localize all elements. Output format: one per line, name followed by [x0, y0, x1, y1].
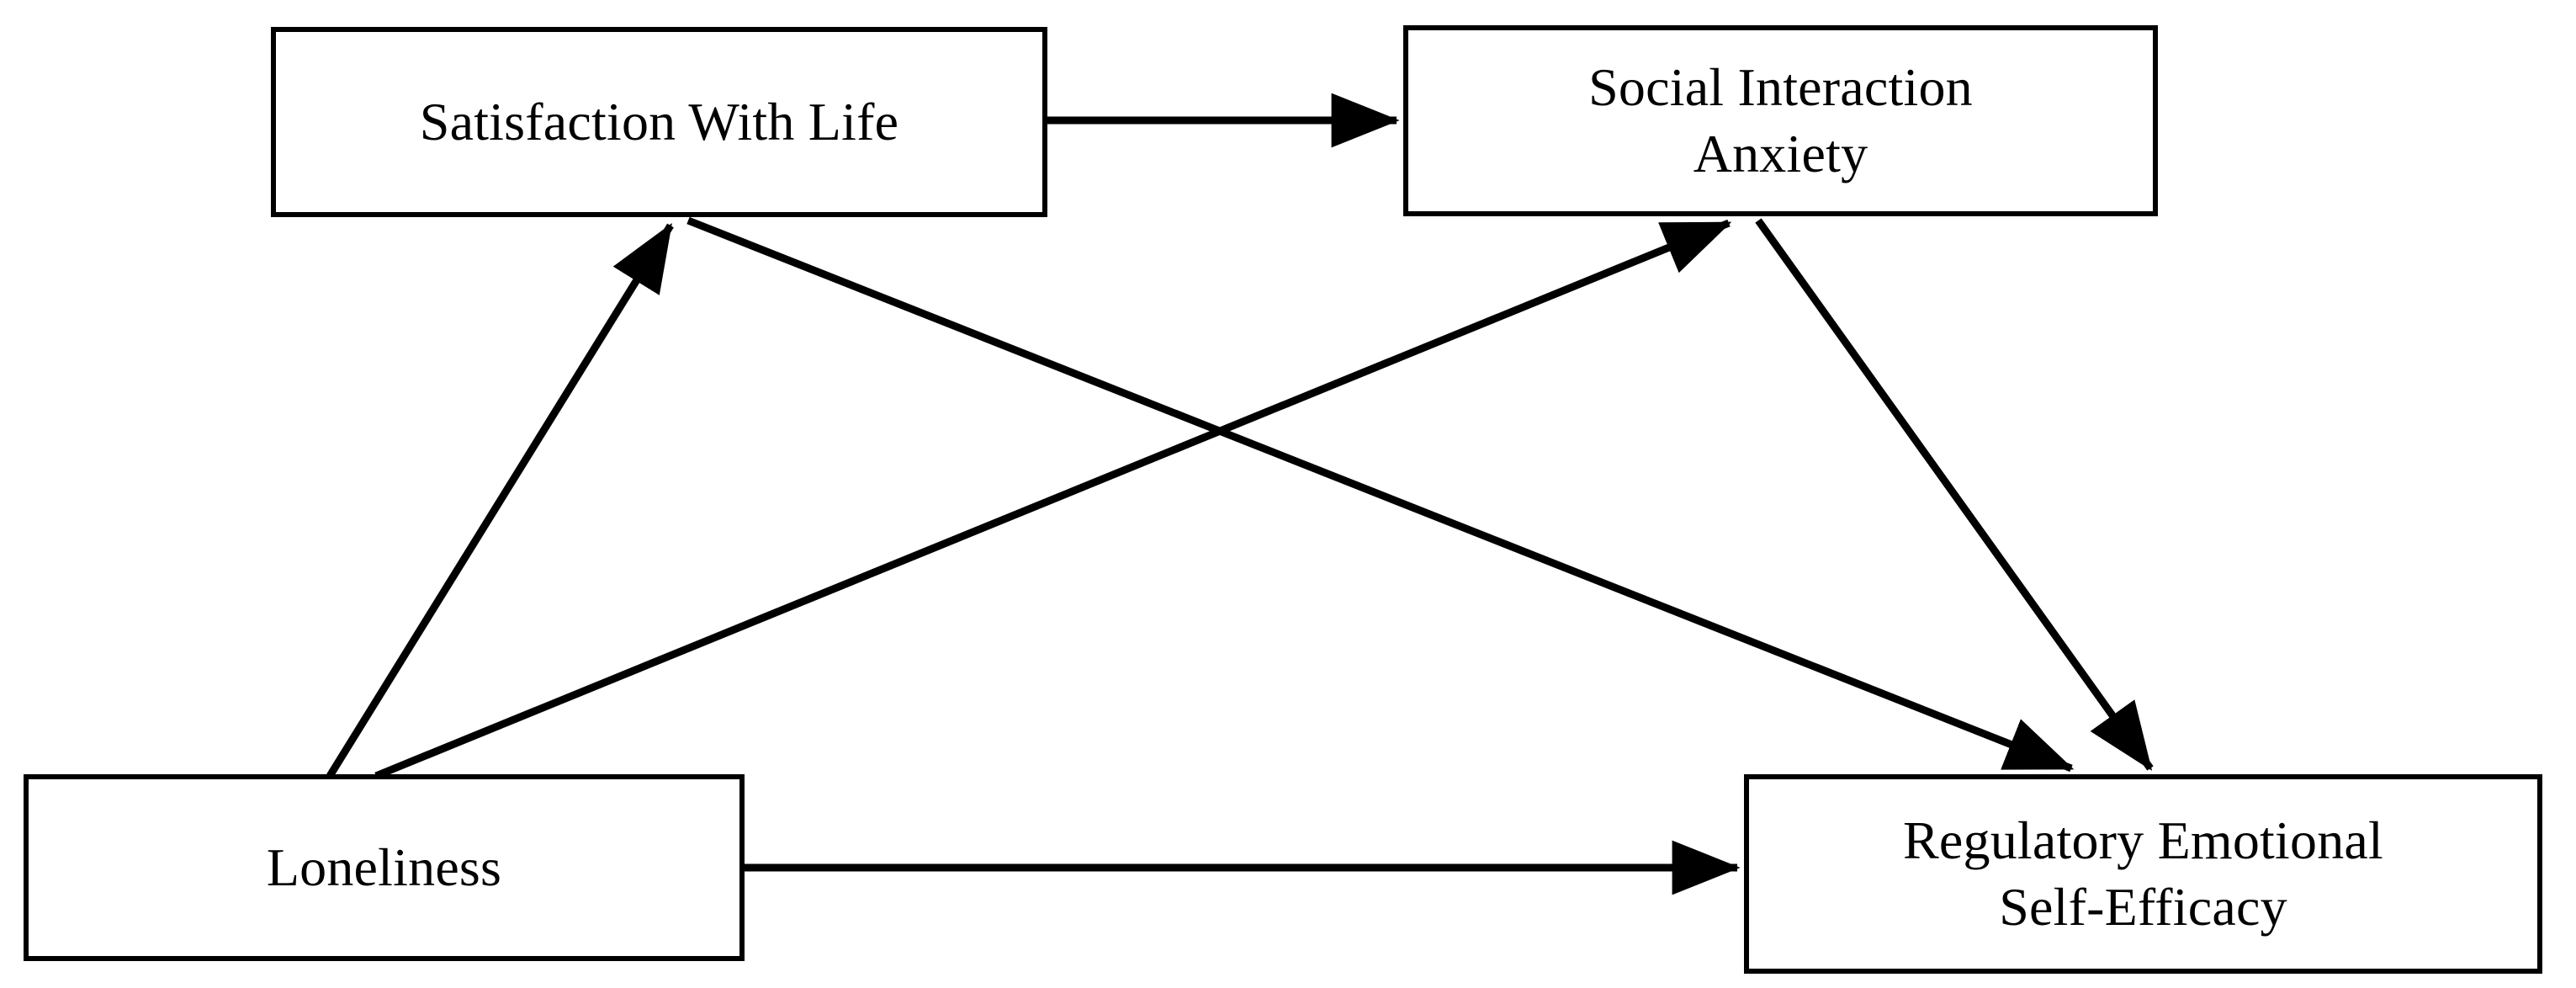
- node-loneliness-label: Loneliness: [266, 837, 502, 897]
- node-social-interaction-anxiety[interactable]: Social Interaction Anxiety: [1403, 25, 2158, 216]
- node-regulatory-emotional-self-efficacy-label: Regulatory Emotional Self-Efficacy: [1903, 810, 2383, 937]
- node-satisfaction-with-life[interactable]: Satisfaction With Life: [271, 27, 1047, 217]
- edge-anxiety-to-efficacy: [1755, 218, 2154, 771]
- node-loneliness[interactable]: Loneliness: [24, 774, 745, 961]
- edge-satisfaction-to-efficacy: [686, 216, 2075, 773]
- node-regulatory-emotional-self-efficacy[interactable]: Regulatory Emotional Self-Efficacy: [1744, 774, 2542, 974]
- edge-loneliness-to-satisfaction: [326, 222, 674, 778]
- node-social-interaction-anxiety-label: Social Interaction Anxiety: [1588, 57, 1973, 183]
- node-satisfaction-with-life-label: Satisfaction With Life: [419, 91, 899, 151]
- edge-loneliness-to-anxiety: [374, 219, 1732, 780]
